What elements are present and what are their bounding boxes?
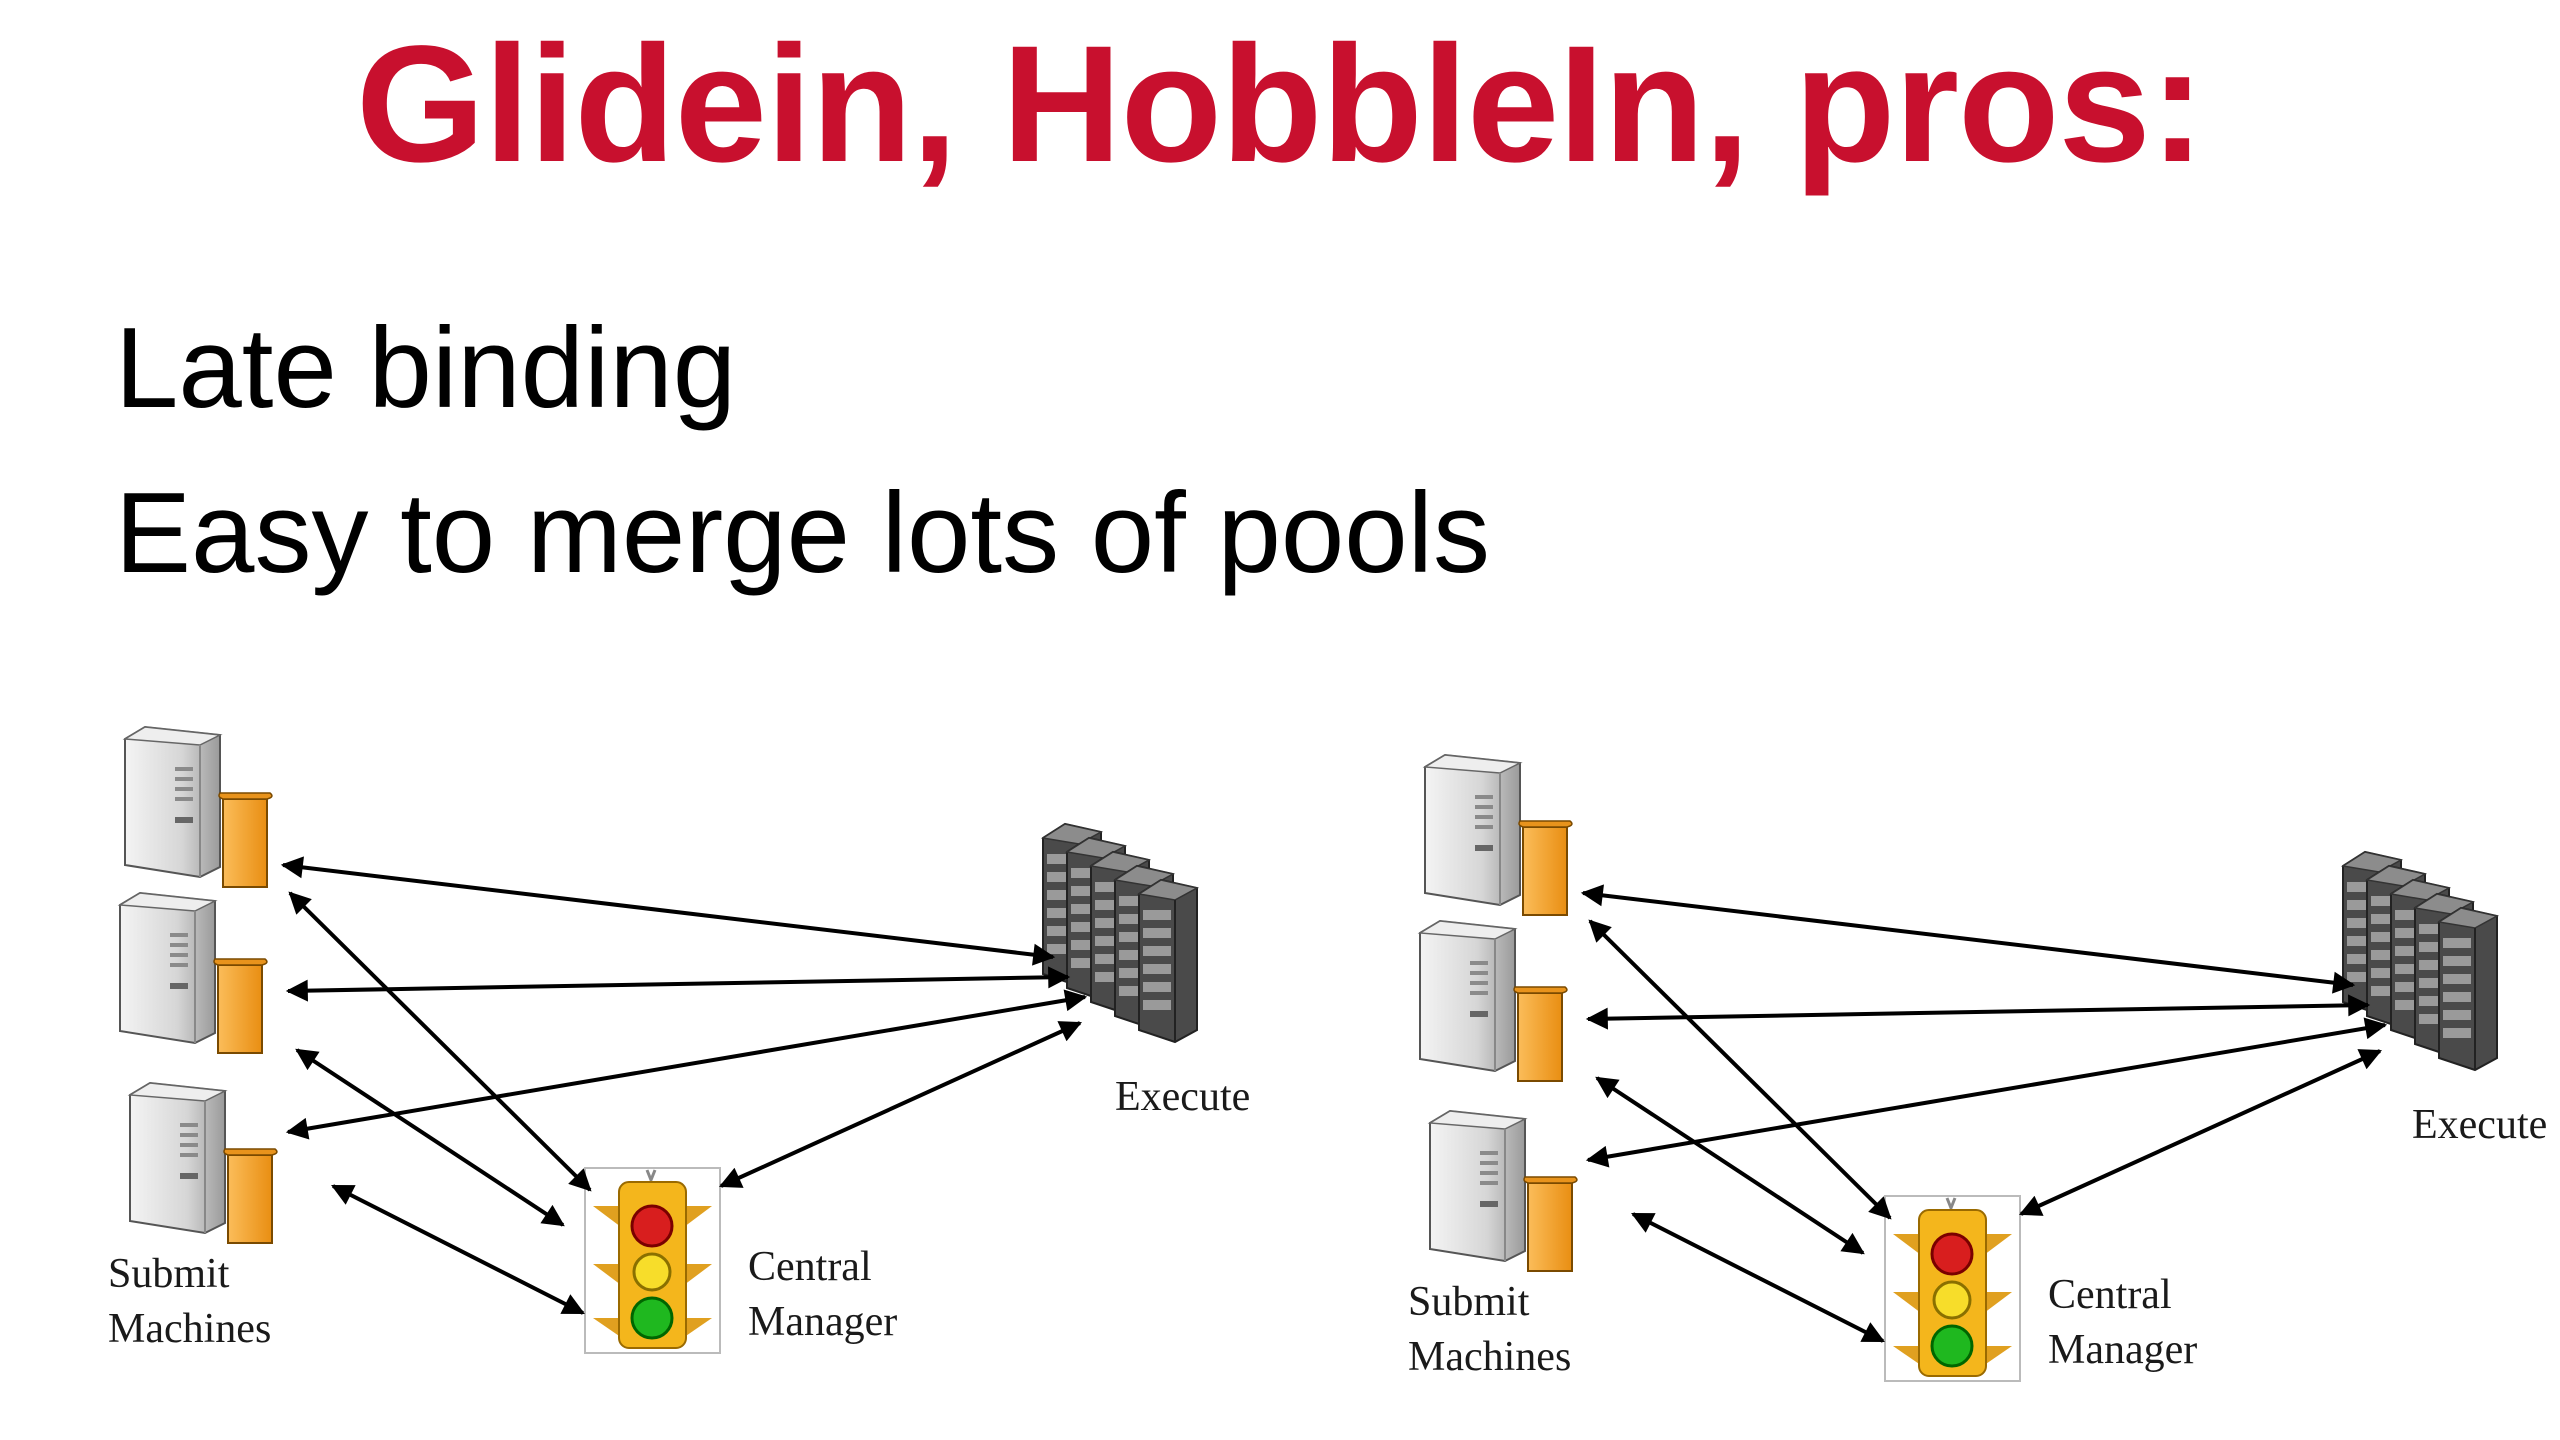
- submit-label-line2: Machines: [1408, 1334, 1571, 1380]
- central-label-line2: Manager: [748, 1299, 897, 1345]
- bullet-late-binding: Late binding: [115, 305, 737, 432]
- submit-machine-3: [129, 1082, 278, 1244]
- execute-cluster: [1043, 824, 1197, 1042]
- submit-machine-2: [119, 892, 268, 1054]
- submit-machine-1: [124, 726, 273, 888]
- diagram-2: Submit Machines Central Manager Execute: [1408, 754, 2547, 1383]
- execute-label: Execute: [1115, 1074, 1250, 1120]
- central-manager-traffic-light: [583, 1166, 722, 1355]
- central-label-line2: Manager: [2048, 1327, 2197, 1373]
- execute-cluster: [2343, 852, 2497, 1070]
- submit-label-line2: Machines: [108, 1306, 271, 1352]
- central-label-line1: Central: [2048, 1272, 2172, 1318]
- submit-label-line1: Submit: [1408, 1279, 1530, 1325]
- central-label-line1: Central: [748, 1244, 872, 1290]
- central-manager-traffic-light: [1883, 1194, 2022, 1383]
- connection-arrows: [1580, 884, 2388, 1343]
- bullet-merge-pools: Easy to merge lots of pools: [115, 470, 1491, 597]
- submit-label-line1: Submit: [108, 1251, 230, 1297]
- slide-title: Glidein, HobbleIn, pros:: [355, 12, 2205, 197]
- connection-arrows: [280, 856, 1088, 1315]
- submit-machine-3: [1429, 1110, 1578, 1272]
- diagram-1: Submit Machines Central Manager Execute: [108, 726, 1250, 1355]
- execute-label: Execute: [2412, 1102, 2547, 1148]
- submit-machine-1: [1424, 754, 1573, 916]
- submit-machine-2: [1419, 920, 1568, 1082]
